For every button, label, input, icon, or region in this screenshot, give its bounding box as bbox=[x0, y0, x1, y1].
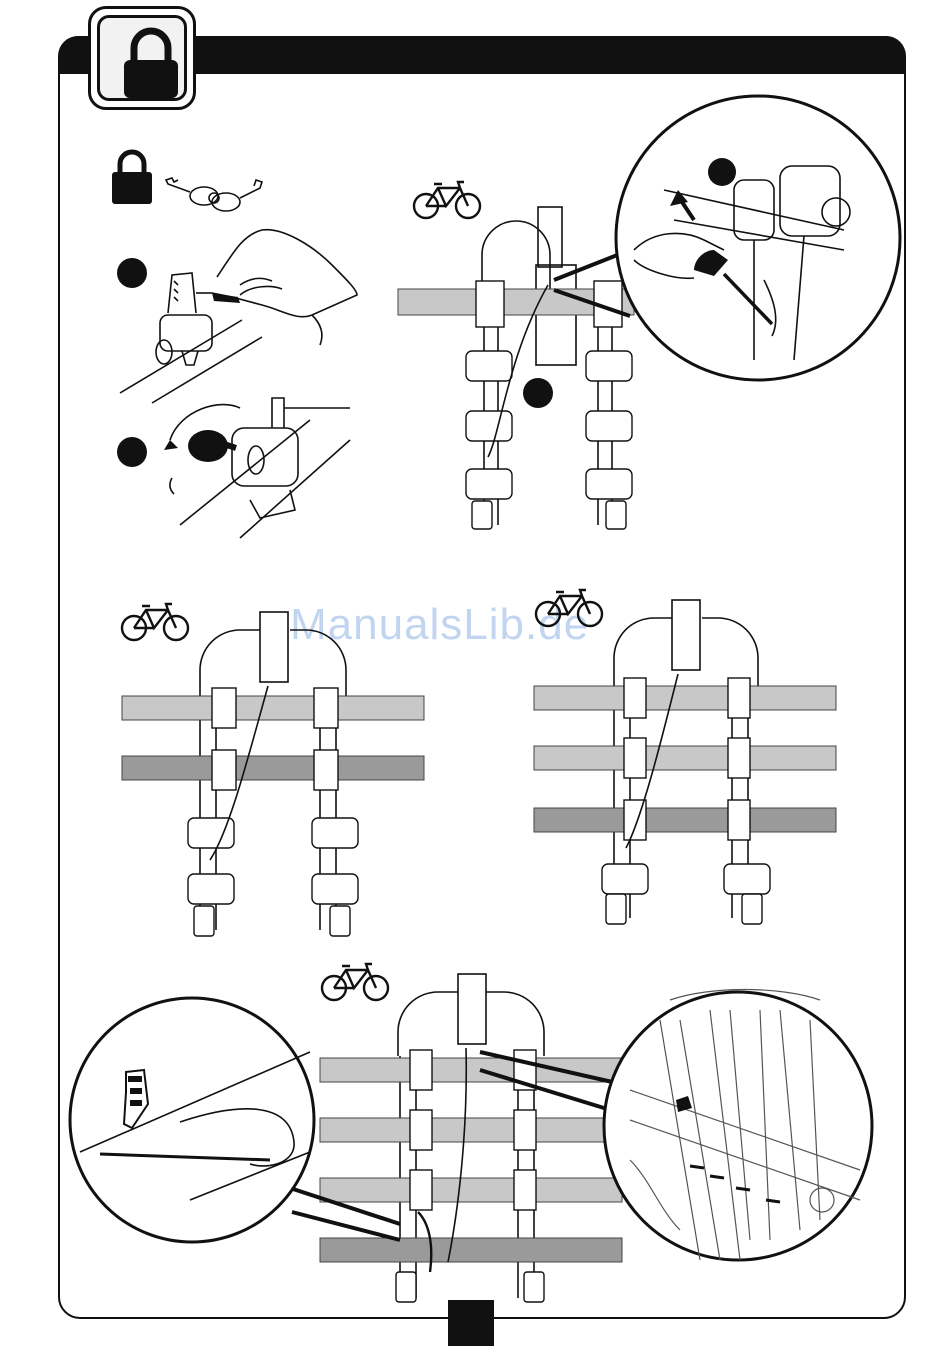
lock-detail-magnifier bbox=[544, 100, 899, 382]
rack-two-bikes-illustration bbox=[120, 610, 426, 940]
cable-detail-magnifier-left bbox=[70, 992, 410, 1250]
rack-three-bikes-illustration bbox=[532, 598, 838, 930]
padlock-icon bbox=[108, 148, 156, 206]
rack-detail-magnifier-right bbox=[480, 990, 884, 1260]
step-2-marker bbox=[117, 437, 147, 467]
step-marker-rack bbox=[523, 378, 553, 408]
hand-inserting-key-illustration bbox=[112, 225, 362, 405]
turning-key-illustration bbox=[160, 390, 360, 540]
header-lock-badge bbox=[88, 6, 196, 110]
keys-icon bbox=[164, 168, 264, 218]
page-number-tab bbox=[448, 1300, 494, 1346]
padlock-icon bbox=[116, 26, 186, 102]
